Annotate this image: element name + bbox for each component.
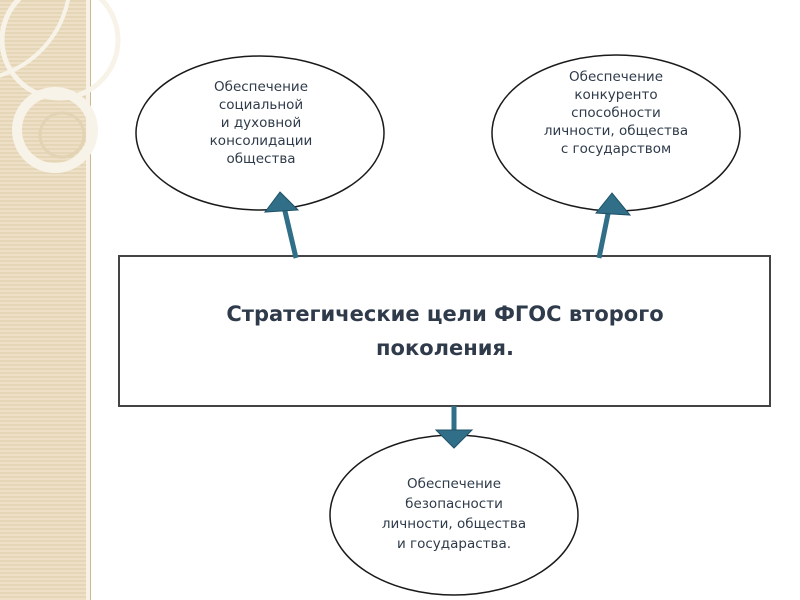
decorative-side-border-line	[90, 0, 91, 600]
arrow-to-social	[263, 191, 300, 259]
node-text-security: Обеспечение безопасности личности, общес…	[381, 476, 527, 552]
node-ellipse-social	[135, 55, 385, 211]
center-title: Стратегические цели ФГОС второго поколен…	[226, 302, 664, 360]
decorative-rings	[0, 0, 121, 173]
decorative-side-border	[86, 0, 90, 600]
center-box	[118, 255, 771, 407]
arrow-to-security	[434, 406, 474, 449]
node-text-social: Обеспечение социальной и духовной консол…	[209, 79, 313, 167]
arrow-to-competitive	[595, 192, 632, 259]
node-text-competitive: Обеспечение конкуренто способности лично…	[543, 69, 689, 157]
